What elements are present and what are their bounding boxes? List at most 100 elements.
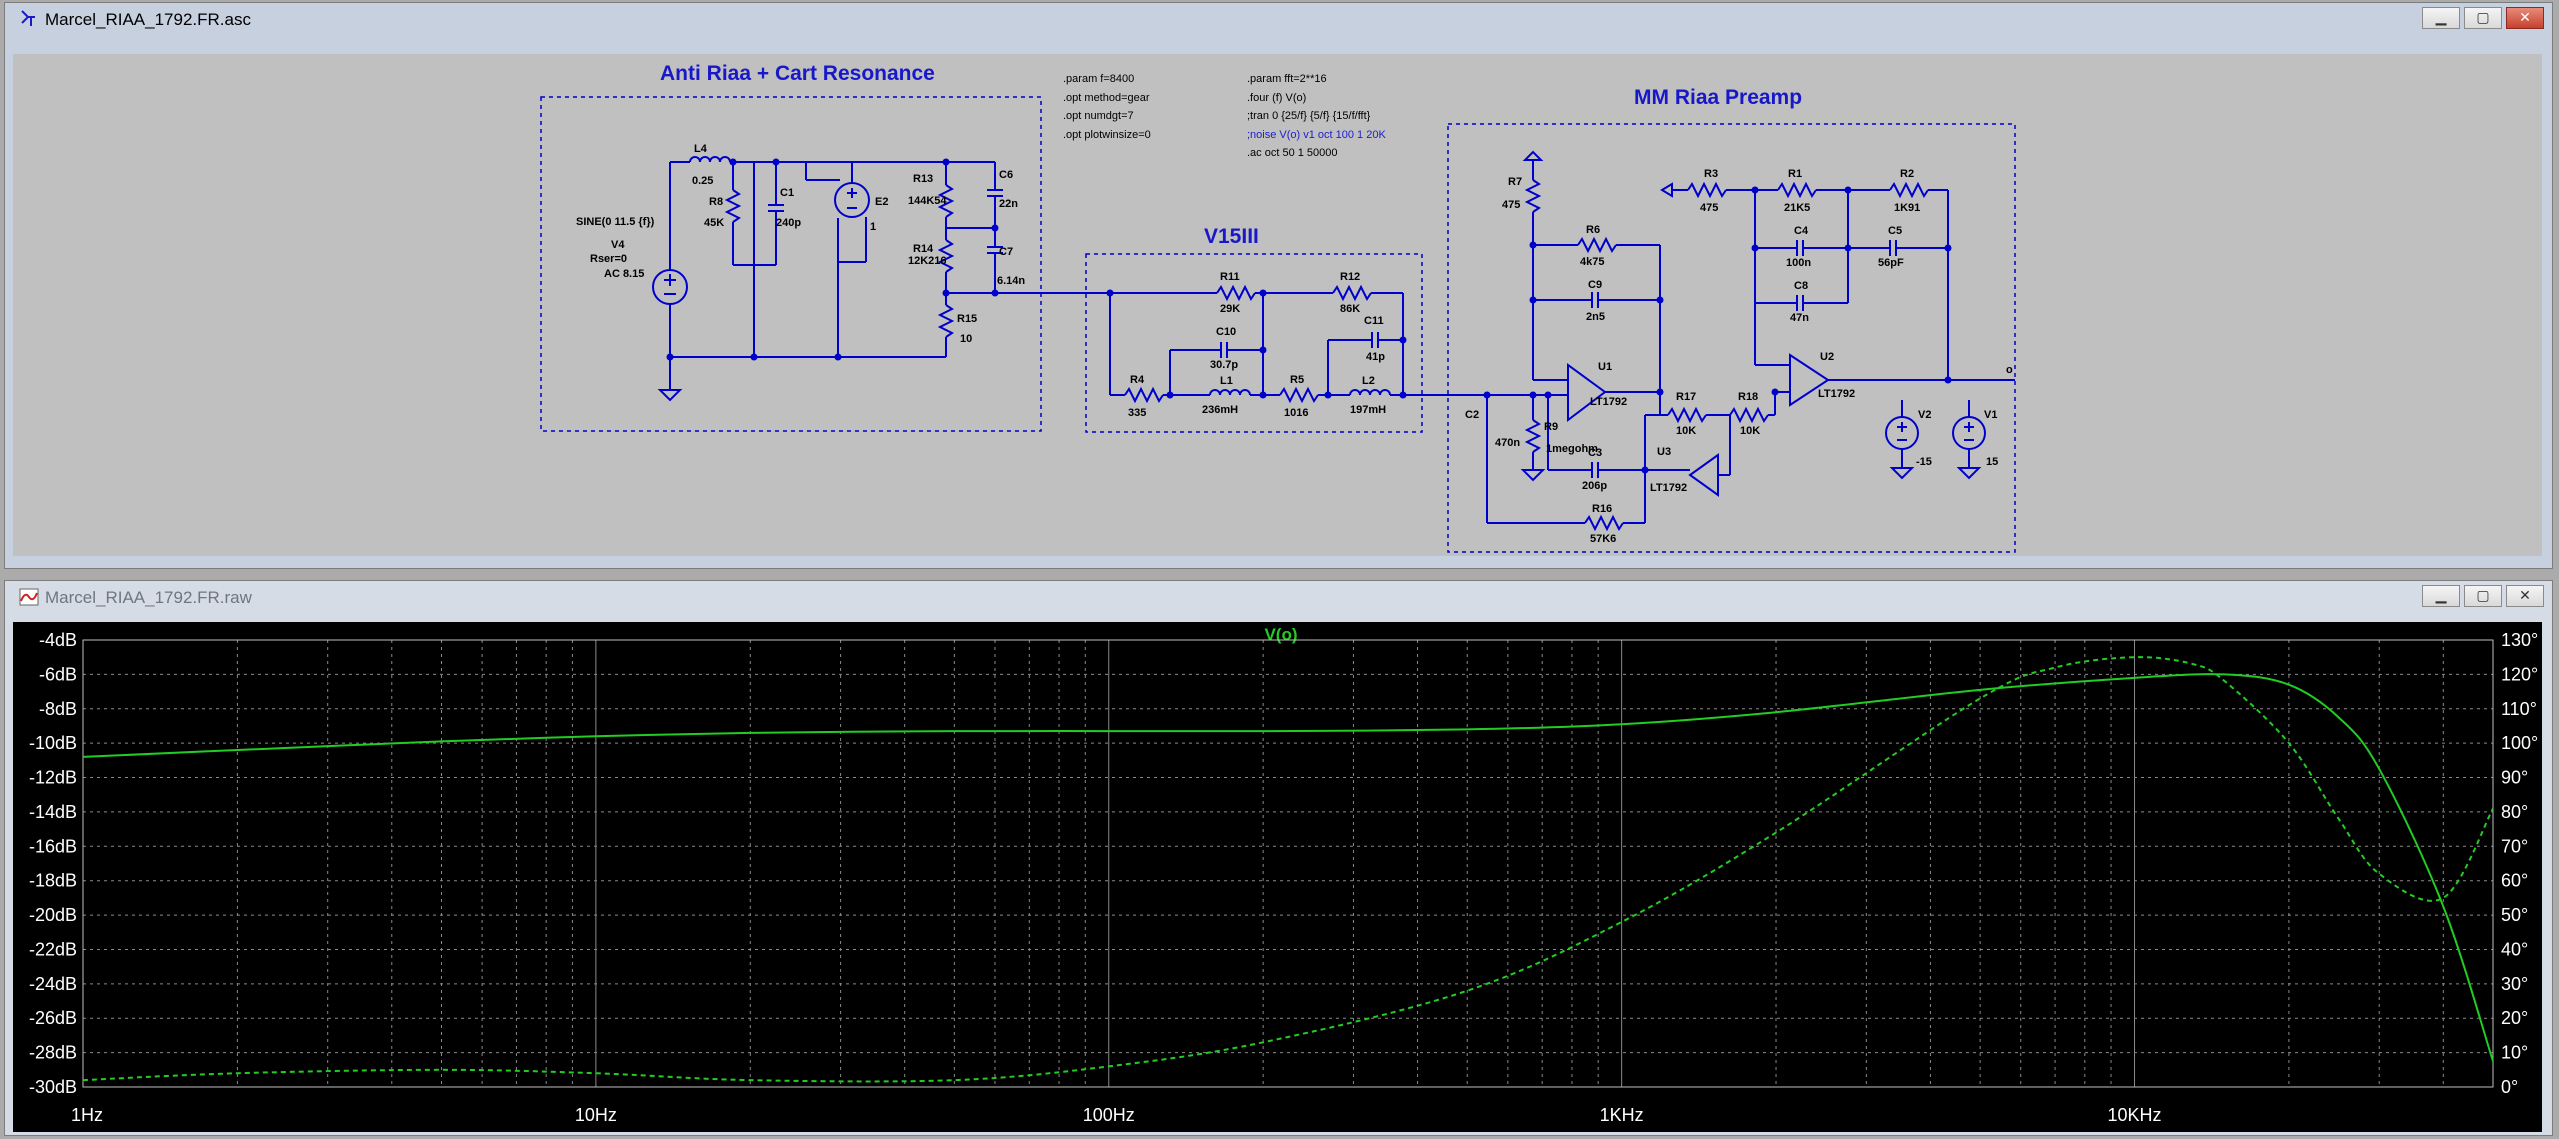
svg-text:C11: C11 bbox=[1364, 315, 1384, 327]
svg-text:U3: U3 bbox=[1657, 446, 1671, 458]
y-tick-label-right: 120° bbox=[2501, 664, 2538, 684]
svg-text:R7: R7 bbox=[1508, 176, 1522, 188]
svg-text:C7: C7 bbox=[999, 246, 1013, 258]
close-button[interactable]: ✕ bbox=[2506, 585, 2544, 607]
waveform-icon bbox=[19, 588, 39, 606]
svg-text:V4: V4 bbox=[611, 239, 625, 251]
svg-text:.opt method=gear: .opt method=gear bbox=[1063, 92, 1150, 104]
svg-text:L2: L2 bbox=[1362, 375, 1375, 387]
y-tick-label-left: -10dB bbox=[29, 733, 77, 753]
svg-text:LT1792: LT1792 bbox=[1818, 388, 1855, 400]
x-tick-label: 100Hz bbox=[1083, 1105, 1135, 1125]
svg-text:R18: R18 bbox=[1738, 391, 1758, 403]
schematic-drawing[interactable]: .w{stroke:#0000cc;stroke-width:2;fill:no… bbox=[13, 54, 2542, 556]
trace-label-vo[interactable]: V(o) bbox=[1264, 625, 1297, 644]
svg-text:R15: R15 bbox=[957, 313, 977, 325]
anti-riaa-circuit bbox=[652, 156, 1110, 402]
svg-text:144K54: 144K54 bbox=[908, 195, 947, 207]
schematic-titlebar[interactable]: Marcel_RIAA_1792.FR.asc ▁ ▢ ✕ bbox=[5, 3, 2552, 33]
svg-text:4k75: 4k75 bbox=[1580, 256, 1604, 268]
maximize-button[interactable]: ▢ bbox=[2464, 7, 2502, 29]
y-tick-label-left: -18dB bbox=[29, 871, 77, 891]
y-axis-right: 130°120°110°100°90°80°70°60°50°40°30°20°… bbox=[2501, 630, 2538, 1097]
minimize-button[interactable]: ▁ bbox=[2422, 585, 2460, 607]
schematic-window-title: Marcel_RIAA_1792.FR.asc bbox=[45, 10, 251, 29]
svg-text:LT1792: LT1792 bbox=[1650, 482, 1687, 494]
svg-text:10K: 10K bbox=[1676, 425, 1696, 437]
svg-text:C8: C8 bbox=[1794, 280, 1808, 292]
svg-text:100n: 100n bbox=[1786, 257, 1811, 269]
svg-text:C1: C1 bbox=[780, 187, 794, 199]
plot-grid bbox=[82, 639, 2494, 1088]
v15iii-title: V15III bbox=[1204, 225, 1259, 248]
y-tick-label-left: -20dB bbox=[29, 905, 77, 925]
svg-text:.four (f) V(o): .four (f) V(o) bbox=[1247, 92, 1306, 104]
svg-text:197mH: 197mH bbox=[1350, 404, 1386, 416]
svg-text:45K: 45K bbox=[704, 217, 724, 229]
svg-text:86K: 86K bbox=[1340, 303, 1360, 315]
svg-text:R6: R6 bbox=[1586, 224, 1600, 236]
trace-phase bbox=[82, 656, 2494, 1083]
svg-text:;tran 0 {25/f} {5/f} {15/f/fft: ;tran 0 {25/f} {5/f} {15/f/fft} bbox=[1247, 110, 1371, 122]
svg-text:R5: R5 bbox=[1290, 374, 1304, 386]
svg-text:L4: L4 bbox=[694, 143, 708, 155]
svg-text:AC 8.15: AC 8.15 bbox=[604, 268, 644, 280]
svg-text:SINE(0 11.5 {f}): SINE(0 11.5 {f}) bbox=[576, 216, 655, 228]
y-tick-label-right: 0° bbox=[2501, 1077, 2518, 1097]
svg-text:;noise V(o) v1 oct 100 1 20K: ;noise V(o) v1 oct 100 1 20K bbox=[1247, 129, 1386, 141]
anti-riaa-labels: L4 0.25 R8 45K C1 240p E2 1 R13 144K54 R… bbox=[576, 143, 1025, 345]
preamp-box bbox=[1447, 123, 2016, 553]
svg-text:335: 335 bbox=[1128, 407, 1146, 419]
y-tick-label-left: -22dB bbox=[29, 939, 77, 959]
svg-text:R1: R1 bbox=[1788, 168, 1802, 180]
plot-pane[interactable]: V(o) -4dB-6dB-8dB-10dB-12dB-14dB-16dB-18… bbox=[13, 622, 2542, 1132]
y-tick-label-left: -8dB bbox=[39, 699, 77, 719]
svg-text:1016: 1016 bbox=[1284, 407, 1308, 419]
svg-text:6.14n: 6.14n bbox=[997, 275, 1025, 287]
svg-text:1megohm: 1megohm bbox=[1546, 443, 1598, 455]
waveform-titlebar[interactable]: Marcel_RIAA_1792.FR.raw ▁ ▢ ✕ bbox=[5, 581, 2552, 611]
svg-text:10K: 10K bbox=[1740, 425, 1760, 437]
svg-text:U2: U2 bbox=[1820, 351, 1834, 363]
svg-text:30.7p: 30.7p bbox=[1210, 359, 1238, 371]
y-tick-label-left: -16dB bbox=[29, 836, 77, 856]
svg-text:470n: 470n bbox=[1495, 437, 1520, 449]
svg-text:C4: C4 bbox=[1794, 225, 1809, 237]
svg-text:.opt plotwinsize=0: .opt plotwinsize=0 bbox=[1063, 129, 1151, 141]
plot-frame bbox=[82, 639, 2494, 1088]
svg-text:R9: R9 bbox=[1544, 421, 1558, 433]
maximize-button[interactable]: ▢ bbox=[2464, 585, 2502, 607]
y-tick-label-left: -12dB bbox=[29, 768, 77, 788]
svg-text:29K: 29K bbox=[1220, 303, 1240, 315]
svg-text:41p: 41p bbox=[1366, 351, 1385, 363]
svg-text:475: 475 bbox=[1502, 199, 1520, 211]
y-tick-label-left: -24dB bbox=[29, 974, 77, 994]
svg-text:R3: R3 bbox=[1704, 168, 1718, 180]
minimize-button[interactable]: ▁ bbox=[2422, 7, 2460, 29]
svg-text:-15: -15 bbox=[1916, 456, 1932, 468]
bode-plot[interactable]: V(o) -4dB-6dB-8dB-10dB-12dB-14dB-16dB-18… bbox=[13, 622, 2542, 1132]
schematic-canvas[interactable]: .w{stroke:#0000cc;stroke-width:2;fill:no… bbox=[13, 54, 2542, 556]
v15iii-box bbox=[1085, 253, 1423, 433]
y-tick-label-right: 20° bbox=[2501, 1008, 2528, 1028]
y-tick-label-right: 90° bbox=[2501, 768, 2528, 788]
svg-text:21K5: 21K5 bbox=[1784, 202, 1810, 214]
x-tick-label: 10Hz bbox=[575, 1105, 617, 1125]
svg-text:L1: L1 bbox=[1220, 375, 1233, 387]
svg-text:R16: R16 bbox=[1592, 503, 1612, 515]
svg-text:15: 15 bbox=[1986, 456, 1998, 468]
y-tick-label-right: 100° bbox=[2501, 733, 2538, 753]
svg-text:LT1792: LT1792 bbox=[1590, 396, 1627, 408]
y-tick-label-left: -4dB bbox=[39, 630, 77, 650]
svg-text:0.25: 0.25 bbox=[692, 175, 713, 187]
svg-text:12K216: 12K216 bbox=[908, 255, 947, 267]
close-button[interactable]: ✕ bbox=[2506, 7, 2544, 29]
y-tick-label-right: 10° bbox=[2501, 1043, 2528, 1063]
svg-text:1K91: 1K91 bbox=[1894, 202, 1920, 214]
svg-text:2n5: 2n5 bbox=[1586, 311, 1605, 323]
plot-traces bbox=[82, 656, 2494, 1083]
schematic-icon bbox=[21, 10, 35, 26]
v15iii-labels: R11 29K R12 86K C10 30.7p C11 41p L1 236… bbox=[1128, 271, 1386, 419]
svg-text:236mH: 236mH bbox=[1202, 404, 1238, 416]
